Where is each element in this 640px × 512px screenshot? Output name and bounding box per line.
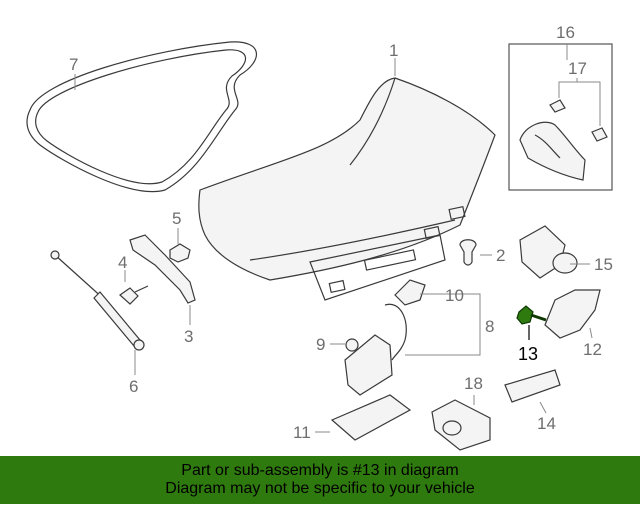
- part-16-bracket-group: [508, 43, 613, 191]
- callout-4: 4: [118, 253, 127, 272]
- callout-13-highlighted: 13: [518, 344, 538, 364]
- part-12-striker: [544, 289, 601, 339]
- parts-diagram: 7 1 16 17 2 15 5 4 3 6 10 8 9 11 18 14 1…: [26, 23, 613, 451]
- callout-8: 8: [485, 317, 494, 336]
- part-6-support-strut: [50, 250, 145, 351]
- callout-11: 11: [293, 423, 311, 442]
- callout-5: 5: [172, 209, 181, 228]
- callout-2: 2: [496, 246, 505, 265]
- banner-line-1: Part or sub-assembly is #13 in diagram: [181, 462, 459, 479]
- callout-7: 7: [69, 55, 78, 74]
- callout-14: 14: [537, 414, 556, 433]
- part-2-bumper: [459, 239, 477, 266]
- part-15-release-switch: [519, 225, 578, 279]
- banner-line-2: Diagram may not be specific to your vehi…: [165, 480, 475, 497]
- part-3-hinge: [129, 234, 196, 304]
- callout-16: 16: [556, 23, 575, 42]
- callout-10: 10: [445, 286, 464, 305]
- part-9-grommet: [345, 338, 359, 352]
- callout-6: 6: [129, 377, 138, 396]
- part-8-latch: [344, 303, 407, 396]
- callout-9: 9: [316, 335, 325, 354]
- callout-12: 12: [583, 340, 602, 359]
- callout-1: 1: [389, 41, 398, 60]
- part-18-camera: [431, 399, 491, 451]
- part-4-bolt: [119, 285, 149, 305]
- callout-15: 15: [594, 255, 613, 274]
- part-13-bolt-highlighted: [516, 305, 547, 325]
- leader-lines: [74, 44, 601, 433]
- part-7-weatherstrip: [26, 41, 257, 193]
- callout-3: 3: [184, 327, 193, 346]
- part-14-handle: [504, 369, 561, 403]
- callout-17: 17: [568, 59, 587, 78]
- part-10-latch-actuator: [394, 279, 426, 306]
- part-5-nut: [169, 243, 191, 263]
- part-11-trim-panel: [330, 394, 412, 441]
- part-1-trunk-lid: [198, 77, 496, 301]
- fitment-banner: Part or sub-assembly is #13 in diagram D…: [0, 456, 640, 504]
- callout-18: 18: [464, 374, 483, 393]
